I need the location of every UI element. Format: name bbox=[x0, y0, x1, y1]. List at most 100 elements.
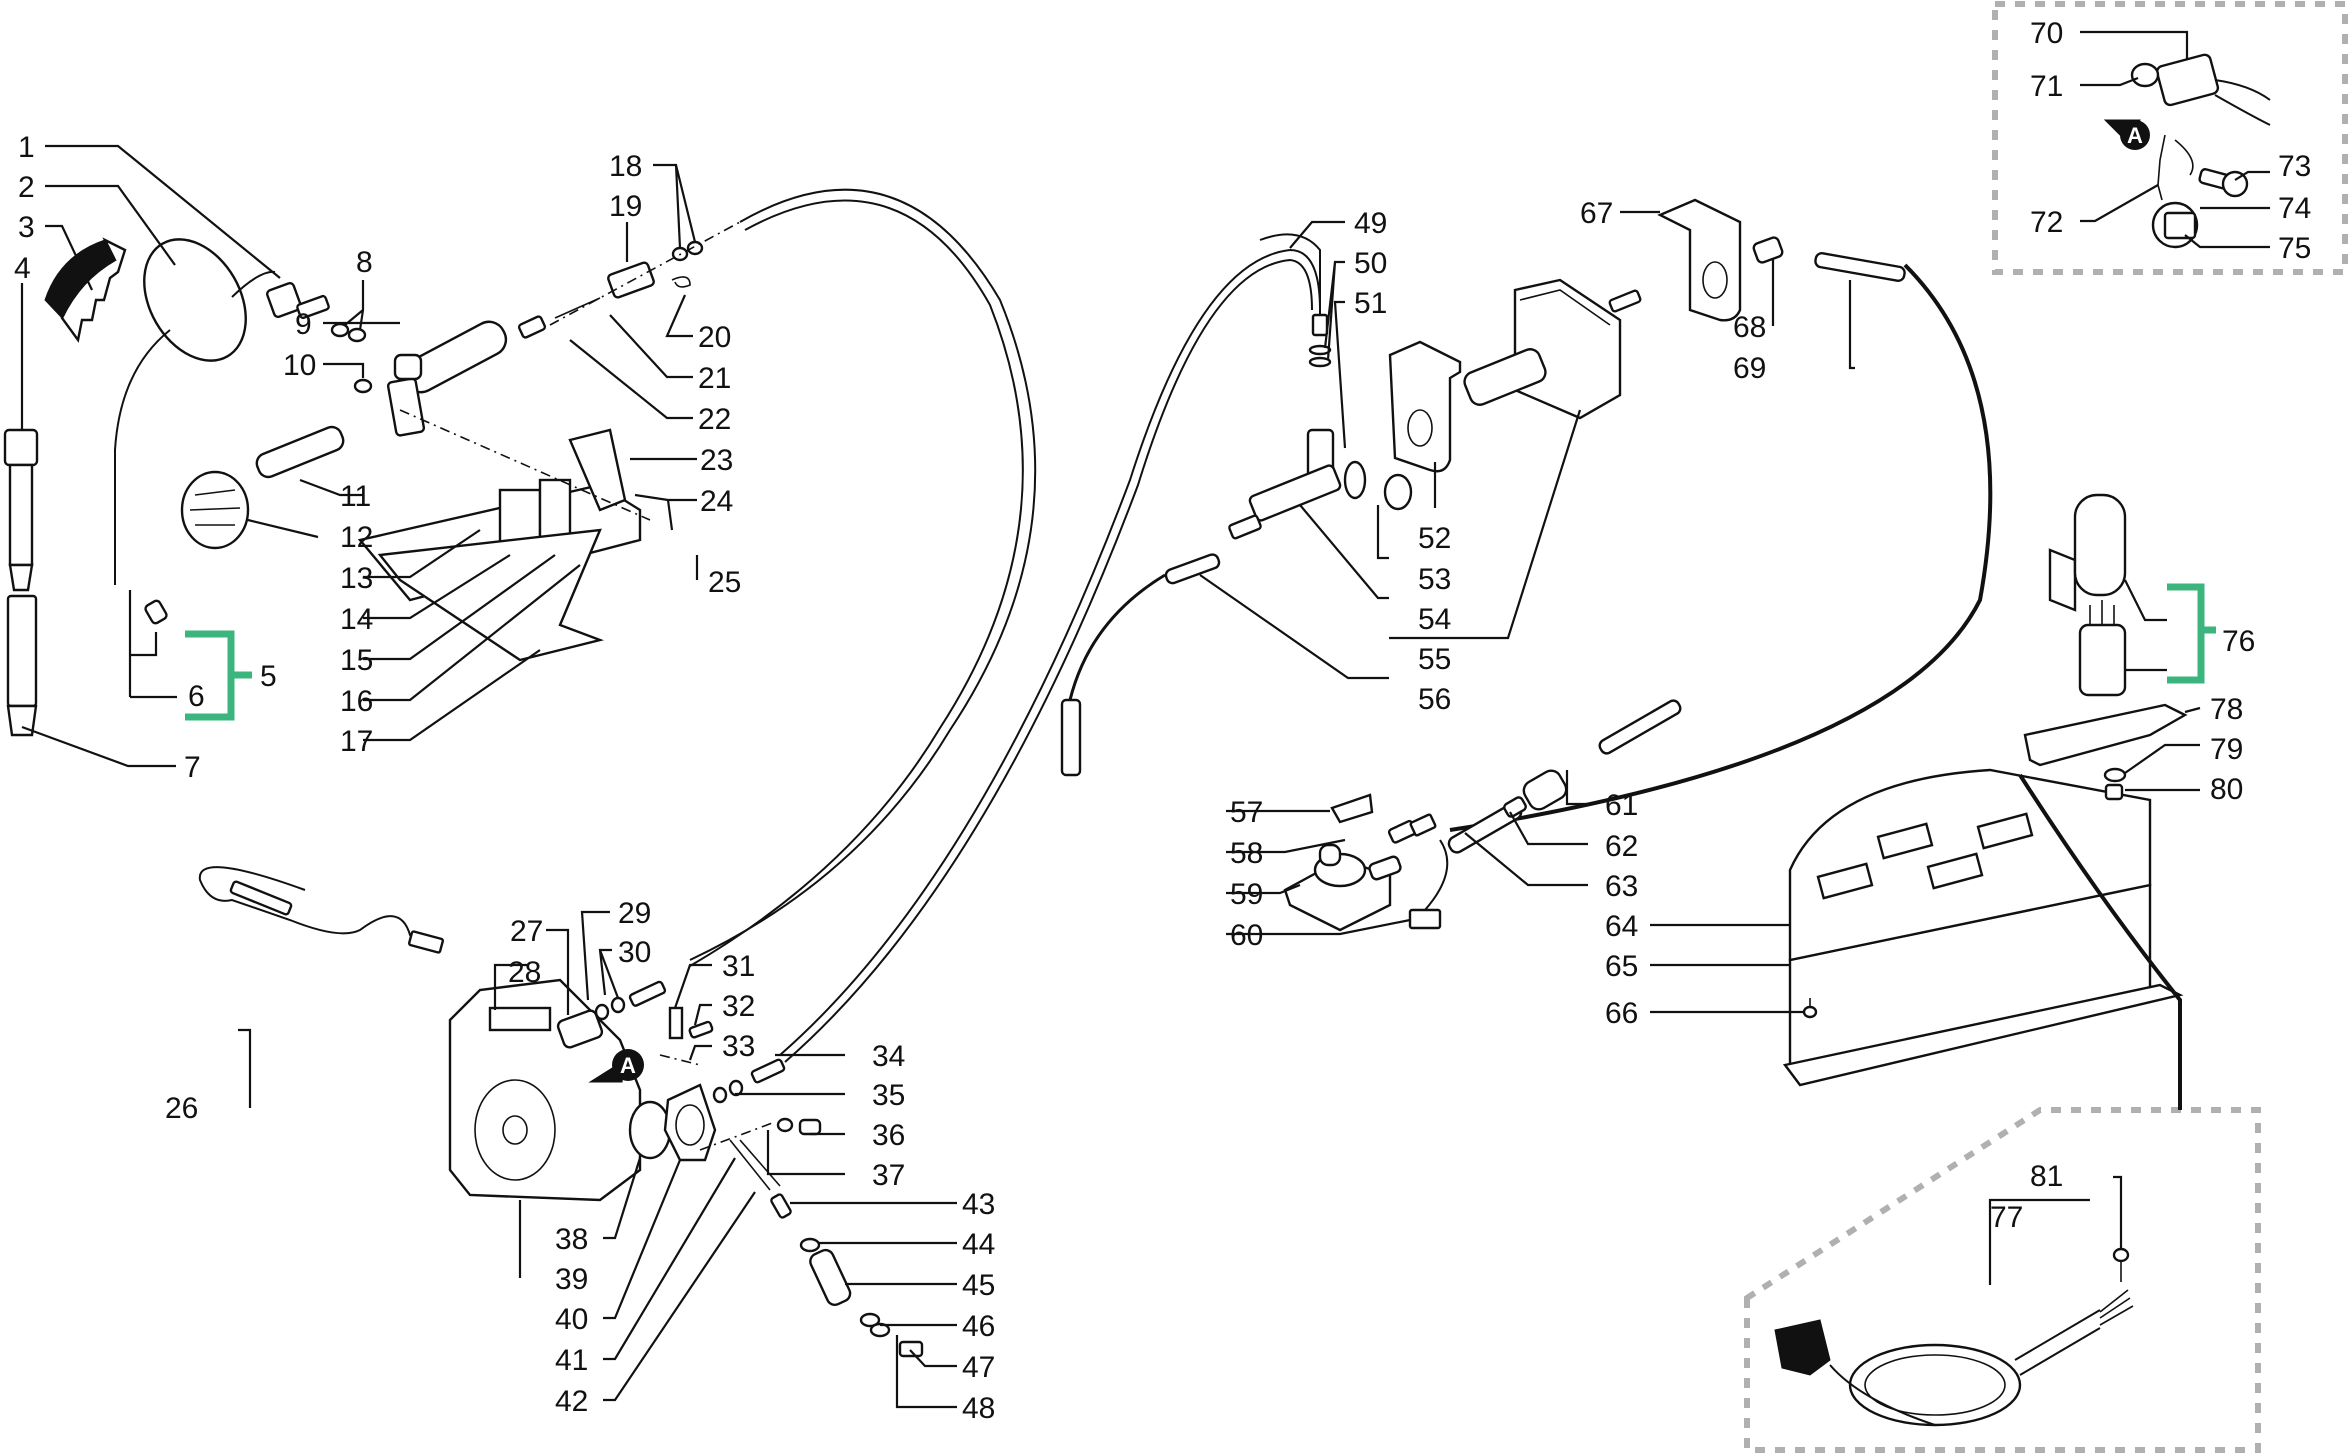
axis-line-bracket bbox=[399, 409, 651, 521]
part-base-65 bbox=[1782, 983, 2184, 1087]
callout-77: 77 bbox=[1990, 1201, 2023, 1234]
callout-32: 32 bbox=[722, 990, 755, 1023]
callout-7: 7 bbox=[184, 751, 201, 784]
part-plate-78 bbox=[2023, 703, 2188, 767]
callout-16: 16 bbox=[340, 685, 373, 718]
callout-4: 4 bbox=[14, 252, 31, 285]
part-cover-57 bbox=[1330, 793, 1374, 824]
leader-lines bbox=[20, 30, 2270, 1409]
callout-18: 18 bbox=[609, 150, 642, 183]
view-marker-inset: A bbox=[2103, 119, 2150, 150]
part-nozzle-4 bbox=[3, 428, 39, 592]
callout-40: 40 bbox=[555, 1303, 588, 1336]
callout-44: 44 bbox=[962, 1228, 995, 1261]
part-fitting-19 bbox=[607, 261, 655, 299]
callout-39: 39 bbox=[555, 1263, 588, 1296]
callout-52: 52 bbox=[1418, 522, 1451, 555]
part-spring-41 bbox=[729, 1139, 781, 1191]
part-tube-61 bbox=[1598, 699, 1682, 755]
callout-19: 19 bbox=[609, 190, 642, 223]
callout-50: 50 bbox=[1354, 247, 1387, 280]
callout-71: 71 bbox=[2030, 70, 2063, 103]
part-capacitor-76 bbox=[2048, 493, 2127, 697]
view-marker-main: A bbox=[588, 1049, 644, 1083]
part-washer-79 bbox=[2103, 767, 2127, 783]
part-fitting-27 bbox=[556, 1009, 604, 1049]
callout-57: 57 bbox=[1230, 796, 1263, 829]
tube-long-lower bbox=[779, 248, 1321, 1056]
part-nut-80 bbox=[2104, 783, 2124, 801]
callout-66: 66 bbox=[1605, 997, 1638, 1030]
part-tube-56 bbox=[1060, 553, 1221, 777]
callout-56: 56 bbox=[1418, 683, 1451, 716]
callout-49: 49 bbox=[1354, 207, 1387, 240]
callout-48: 48 bbox=[962, 1392, 995, 1425]
callout-63: 63 bbox=[1605, 870, 1638, 903]
part-pump-55 bbox=[1463, 278, 1642, 420]
callout-59: 59 bbox=[1230, 878, 1263, 911]
part-pump-housing-39 bbox=[448, 978, 642, 1202]
callout-12: 12 bbox=[340, 521, 373, 554]
cable-black bbox=[1449, 263, 1993, 832]
callout-6: 6 bbox=[188, 680, 205, 713]
view-marker-label: A bbox=[620, 1053, 636, 1078]
part-knob-3 bbox=[44, 237, 127, 343]
callout-labels: 1 2 3 4 5 6 7 8 9 10 11 12 13 14 15 16 1… bbox=[14, 17, 2311, 1425]
callout-28: 28 bbox=[508, 956, 541, 989]
callout-72: 72 bbox=[2030, 206, 2063, 239]
part-connector-70 bbox=[2155, 53, 2271, 126]
part-orings-30 bbox=[594, 996, 626, 1021]
part-nut-6 bbox=[144, 599, 168, 625]
callout-46: 46 bbox=[962, 1310, 995, 1343]
callout-3: 3 bbox=[18, 211, 35, 244]
callout-69: 69 bbox=[1733, 352, 1766, 385]
inset-connector-detail bbox=[1992, 1, 2348, 275]
inset-power-cord bbox=[1744, 1107, 2261, 1453]
part-valve-body-9 bbox=[386, 320, 508, 437]
callout-81: 81 bbox=[2030, 1160, 2063, 1193]
callout-51: 51 bbox=[1354, 287, 1387, 320]
callout-53: 53 bbox=[1418, 563, 1451, 596]
part-valve-45 bbox=[770, 1193, 924, 1358]
callout-68: 68 bbox=[1733, 311, 1766, 344]
tube-long-lower-inner bbox=[784, 258, 1313, 1063]
callout-74: 74 bbox=[2278, 192, 2311, 225]
axis-line-pump bbox=[659, 1054, 776, 1151]
part-filter-62 bbox=[1503, 769, 1568, 818]
callout-45: 45 bbox=[962, 1269, 995, 1302]
callout-24: 24 bbox=[700, 485, 733, 518]
part-tip-7 bbox=[6, 594, 38, 737]
callout-31: 31 bbox=[722, 950, 755, 983]
callout-36: 36 bbox=[872, 1119, 905, 1152]
callout-29: 29 bbox=[618, 897, 651, 930]
callout-58: 58 bbox=[1230, 837, 1263, 870]
part-connector-60 bbox=[1408, 839, 1449, 930]
callout-75: 75 bbox=[2278, 232, 2311, 265]
callout-60: 60 bbox=[1230, 919, 1263, 952]
callout-34: 34 bbox=[872, 1040, 905, 1073]
part-bracket-assembly bbox=[357, 428, 642, 662]
part-orings-50 bbox=[1308, 344, 1332, 368]
part-screw-36 bbox=[776, 1117, 822, 1136]
part-tube-69 bbox=[1814, 252, 1906, 282]
callout-78: 78 bbox=[2210, 693, 2243, 726]
part-cap-71 bbox=[2130, 62, 2160, 88]
cable-power-down bbox=[2018, 773, 2182, 1110]
part-bracket-31 bbox=[668, 1006, 714, 1040]
part-spindle-11 bbox=[255, 378, 373, 479]
axis-line-steam bbox=[549, 221, 741, 326]
callout-26: 26 bbox=[165, 1092, 198, 1125]
part-spring-21 bbox=[517, 297, 601, 339]
part-cover-40 bbox=[663, 1083, 717, 1162]
part-fitting-1 bbox=[265, 281, 330, 320]
callout-22: 22 bbox=[698, 403, 731, 436]
part-power-cord-77 bbox=[1774, 1289, 2134, 1427]
callout-15: 15 bbox=[340, 644, 373, 677]
callout-33: 33 bbox=[722, 1030, 755, 1063]
callout-62: 62 bbox=[1605, 830, 1638, 863]
part-sensor-26 bbox=[198, 866, 445, 954]
part-screw-81 bbox=[2112, 1247, 2130, 1282]
part-connector-tube-end bbox=[628, 980, 667, 1007]
callout-80: 80 bbox=[2210, 773, 2243, 806]
callout-14: 14 bbox=[340, 603, 373, 636]
